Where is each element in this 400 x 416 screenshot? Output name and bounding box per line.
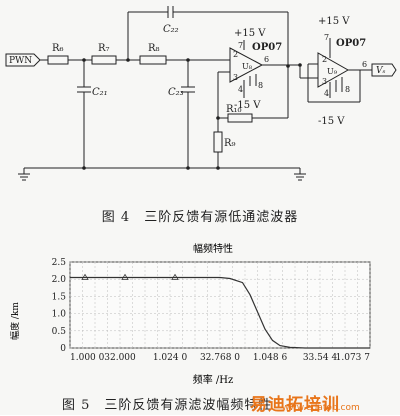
- series-line: [70, 276, 370, 349]
- input-terminal: [5, 53, 41, 67]
- input-label: PWN: [9, 56, 32, 66]
- circuit-schematic: PWN R₆ R₇ R₈ C₂₁ C₂₂ C₂₃ R₁₀ R₉ +15 V -1…: [5, 6, 397, 181]
- u9-pin8: 8: [345, 85, 350, 94]
- u8-pin4: 4: [238, 85, 243, 94]
- c23-label: C₂₃: [168, 87, 184, 98]
- u9-pin2: 2: [322, 55, 327, 64]
- u9-vpos-label: +15 V: [318, 16, 350, 27]
- watermark: 易迪拓培训 www.edatop.com: [246, 390, 396, 415]
- u8-pin6: 6: [264, 55, 269, 64]
- output-terminal: [371, 63, 397, 77]
- r8-label: R₈: [148, 43, 160, 54]
- x-tick-label: 1.024 0: [153, 353, 188, 363]
- u8-pin8: 8: [258, 81, 263, 90]
- y-tick-label: 0: [60, 344, 66, 354]
- series-markers: [81, 273, 179, 280]
- x-tick-label: 32.000: [104, 353, 136, 363]
- u8-pin7: 7: [238, 41, 243, 50]
- u8-vpos-label: +15 V: [234, 28, 266, 39]
- chart-title: 幅频特性: [193, 242, 233, 255]
- plot-area: [69, 261, 371, 349]
- x-tick-label: 33.54 4: [303, 353, 338, 363]
- x-tick-label: 1.073 7: [336, 353, 371, 363]
- resistor-r9: [213, 131, 223, 153]
- r10-label: R₁₀: [226, 104, 242, 115]
- u9-pin7: 7: [324, 33, 329, 42]
- c21-label: C₂₁: [92, 87, 108, 98]
- r6-label: R₆: [52, 43, 64, 54]
- y-tick-label: 1.5: [52, 292, 67, 302]
- u9-label: U₉: [327, 67, 338, 76]
- u9-pin4: 4: [324, 89, 329, 98]
- y-tick-label: 2.0: [52, 275, 67, 285]
- resistor-r7: [91, 55, 117, 65]
- x-tick-label: 1.000 0: [70, 353, 105, 363]
- resistor-r6: [47, 55, 69, 65]
- series-marker: [81, 273, 89, 280]
- u8-vneg-label: -15 V: [234, 100, 261, 111]
- u9-vneg-label: -15 V: [318, 116, 345, 127]
- u8-label: U₈: [242, 62, 252, 71]
- u9-opamp-label: OP07: [336, 38, 366, 49]
- opamp-u8: [229, 47, 264, 83]
- u8-pin2: 2: [233, 50, 238, 59]
- y-tick-label: 0.5: [52, 327, 67, 337]
- opamp-u9: [317, 52, 350, 88]
- series-marker: [121, 273, 129, 280]
- y-tick-labels: 0 0.5 1.0 1.5 2.0 2.5: [52, 258, 67, 354]
- u8-pin3: 3: [233, 73, 238, 82]
- r7-label: R₇: [98, 43, 110, 54]
- resistor-r10: [227, 113, 253, 123]
- x-axis-label: 频率 /Hz: [193, 373, 234, 386]
- y-axis-label: 幅度 /km: [9, 302, 21, 340]
- figure4-caption: 图 4 三阶反馈有源低通滤波器: [101, 210, 299, 225]
- x-tick-label: 1.048 6: [253, 353, 288, 363]
- x-tick-label: 32.768 0: [200, 353, 240, 363]
- output-label: Vₛ: [376, 66, 386, 76]
- resistor-r8: [139, 55, 167, 65]
- watermark-url: www.edatop.com: [282, 403, 360, 413]
- u8-opamp-label: OP07: [252, 42, 282, 53]
- series-marker: [171, 273, 179, 280]
- c22-label: C₂₂: [163, 24, 179, 35]
- y-tick-label: 2.5: [52, 258, 67, 268]
- figure5-caption: 图 5 三阶反馈有源滤波幅频特性: [62, 398, 273, 413]
- u9-pin6: 6: [362, 60, 367, 69]
- y-tick-label: 1.0: [52, 310, 67, 320]
- u9-pin3: 3: [322, 77, 327, 86]
- r9-label: R₉: [224, 138, 236, 149]
- watermark-text: 易迪拓培训: [250, 395, 340, 415]
